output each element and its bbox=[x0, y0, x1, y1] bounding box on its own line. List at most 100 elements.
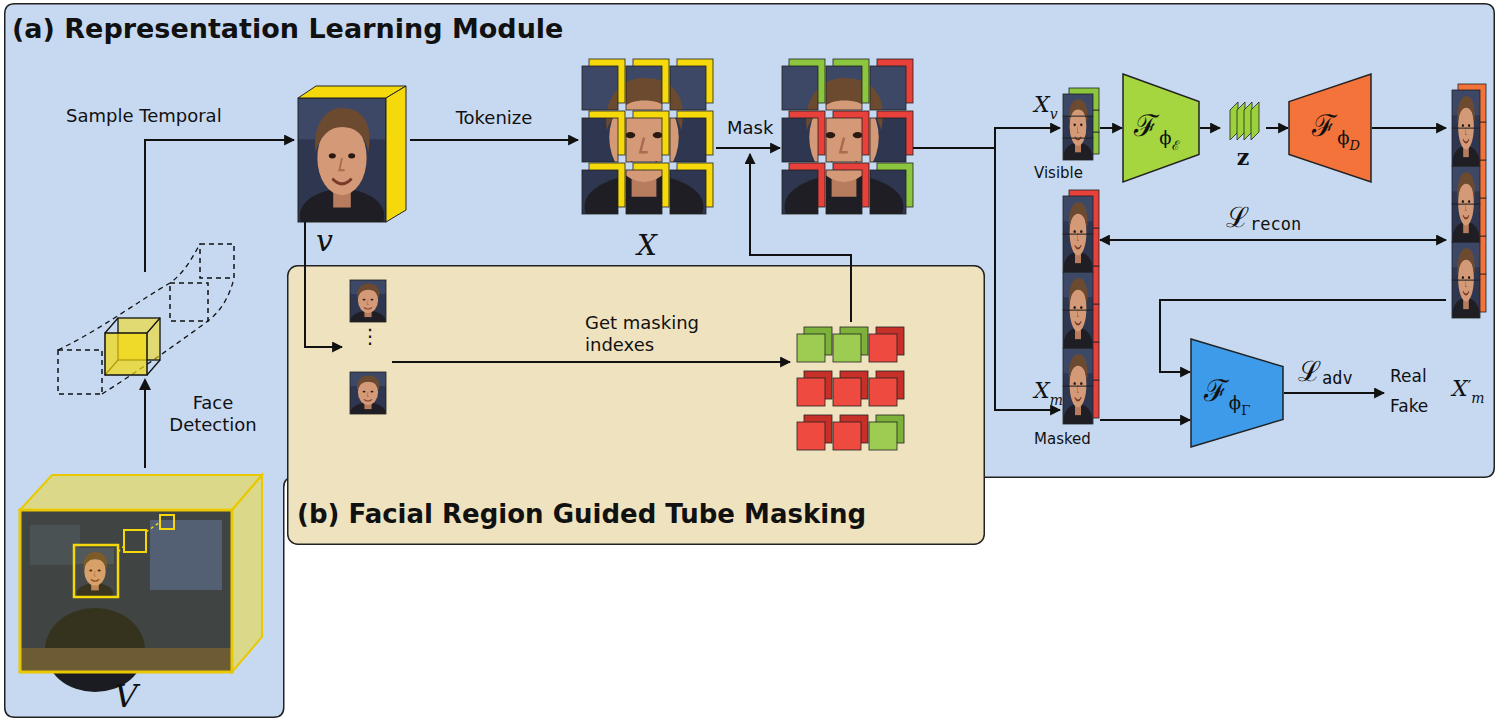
token-tile bbox=[826, 170, 862, 214]
token-tile bbox=[1452, 128, 1480, 166]
token-tile bbox=[1452, 166, 1480, 204]
label-holder: Real bbox=[1390, 367, 1427, 387]
node-text: X bbox=[1452, 378, 1468, 400]
masked-tokens: XmMasked bbox=[1030, 188, 1100, 456]
node-text: m bbox=[1471, 391, 1484, 405]
tube-cube-front bbox=[105, 333, 147, 375]
output-arrow bbox=[1284, 392, 1384, 394]
flow-arrow bbox=[1372, 127, 1446, 129]
token-tile bbox=[626, 118, 662, 162]
text-holder: Visible bbox=[1034, 164, 1083, 182]
token-tile bbox=[782, 170, 818, 214]
token-tile bbox=[670, 118, 706, 162]
label-text: ℒ bbox=[1298, 358, 1321, 386]
token-tile bbox=[870, 118, 906, 162]
node-text: Γ bbox=[1241, 404, 1250, 417]
token-tile bbox=[1452, 242, 1480, 280]
label-holder: ℒ bbox=[1226, 204, 1249, 232]
node-text: X bbox=[1034, 380, 1050, 402]
face-clip: v bbox=[294, 84, 410, 262]
module-panel: (a) Representation Learning ModuleVvXXvV… bbox=[4, 3, 1495, 718]
masking-panel: (b) Facial Region Guided Tube Masking bbox=[287, 265, 985, 545]
label-holder: adv bbox=[1322, 370, 1353, 388]
label-text: ⋮ bbox=[360, 325, 380, 347]
token-tile bbox=[782, 66, 818, 110]
label-text: recon bbox=[1250, 216, 1301, 233]
token-tile bbox=[1063, 234, 1093, 272]
node-text: v bbox=[1050, 107, 1058, 121]
label-holder: ℒ bbox=[1298, 358, 1321, 386]
mask-cell bbox=[797, 378, 825, 406]
discriminator-block: ℱϕΓ bbox=[1190, 338, 1284, 448]
mask-cell bbox=[869, 334, 897, 362]
label-text: Face Detection bbox=[158, 392, 268, 436]
token-tile bbox=[1452, 280, 1480, 318]
node-text: X bbox=[1034, 94, 1050, 116]
label-holder: Get masking indexes bbox=[585, 312, 720, 356]
mask-cell bbox=[869, 378, 897, 406]
text-holder: z bbox=[1220, 146, 1266, 169]
panel-ground bbox=[5, 4, 1495, 718]
panel-ground bbox=[288, 266, 985, 545]
latent-code: z bbox=[1220, 100, 1266, 178]
video-cube-front bbox=[20, 510, 232, 672]
node-text: m bbox=[1050, 393, 1063, 407]
token-tile bbox=[670, 66, 706, 110]
token-tile bbox=[1063, 94, 1093, 116]
text-holder: (a) Representation Learning Module bbox=[12, 13, 563, 45]
token-tile bbox=[626, 170, 662, 214]
mask-arrow bbox=[716, 147, 780, 149]
video-cube-top bbox=[20, 475, 262, 510]
token-tile bbox=[1063, 348, 1093, 386]
node-text: z bbox=[1237, 146, 1250, 168]
node-text: ℱ bbox=[1312, 111, 1337, 141]
node-text: ′ bbox=[1468, 379, 1472, 395]
arrow-head bbox=[139, 378, 151, 390]
token-tile bbox=[582, 170, 618, 214]
clip-border bbox=[298, 98, 386, 222]
mask-cell bbox=[833, 378, 861, 406]
text-holder: X′m bbox=[1452, 378, 1485, 400]
text-holder: Xm bbox=[1034, 380, 1063, 402]
token-tile bbox=[870, 66, 906, 110]
mask-cell bbox=[833, 422, 861, 450]
flow-arrow bbox=[1100, 419, 1190, 421]
decoder-block: ℱϕD bbox=[1288, 73, 1372, 183]
thumbnail-border bbox=[350, 372, 386, 414]
label-text: Get masking indexes bbox=[585, 312, 720, 356]
token-tile bbox=[1063, 196, 1093, 234]
label-holder: Face Detection bbox=[158, 392, 268, 436]
token-tile bbox=[826, 118, 862, 162]
thumbnail-border bbox=[350, 280, 386, 322]
network-trapezoid bbox=[1289, 74, 1371, 182]
node-text: X bbox=[637, 232, 657, 260]
text-holder: V bbox=[16, 680, 236, 712]
mask-index-arrow bbox=[392, 361, 790, 363]
reconstructed-tokens: X′m bbox=[1446, 82, 1492, 412]
node-outline bbox=[1122, 73, 1200, 183]
node-text: (a) Representation Learning Module bbox=[12, 13, 563, 45]
frame-thumbnail bbox=[350, 280, 386, 329]
token-grid: X bbox=[578, 55, 716, 262]
node-text: ℱ bbox=[1204, 376, 1229, 406]
token-tile bbox=[582, 66, 618, 110]
token-tile bbox=[1452, 204, 1480, 242]
text-holder: X bbox=[578, 232, 716, 260]
label-holder: Mask bbox=[727, 118, 773, 139]
token-tile bbox=[826, 66, 862, 110]
node-text: D bbox=[1349, 139, 1359, 152]
edge-label: Sample Temporal bbox=[66, 106, 222, 127]
node-outline bbox=[4, 3, 1495, 718]
node-text: ϕ bbox=[1229, 394, 1241, 412]
node-text: V bbox=[114, 680, 137, 712]
flow-arrow bbox=[1100, 127, 1122, 129]
mask-cell bbox=[797, 334, 825, 362]
node-text: (b) Facial Region Guided Tube Masking bbox=[297, 499, 866, 530]
token-tile bbox=[626, 66, 662, 110]
node-text: v bbox=[316, 226, 333, 256]
token-tile bbox=[782, 118, 818, 162]
token-tile bbox=[582, 118, 618, 162]
text-holder: (b) Facial Region Guided Tube Masking bbox=[297, 499, 866, 530]
video-frame bbox=[20, 510, 232, 672]
